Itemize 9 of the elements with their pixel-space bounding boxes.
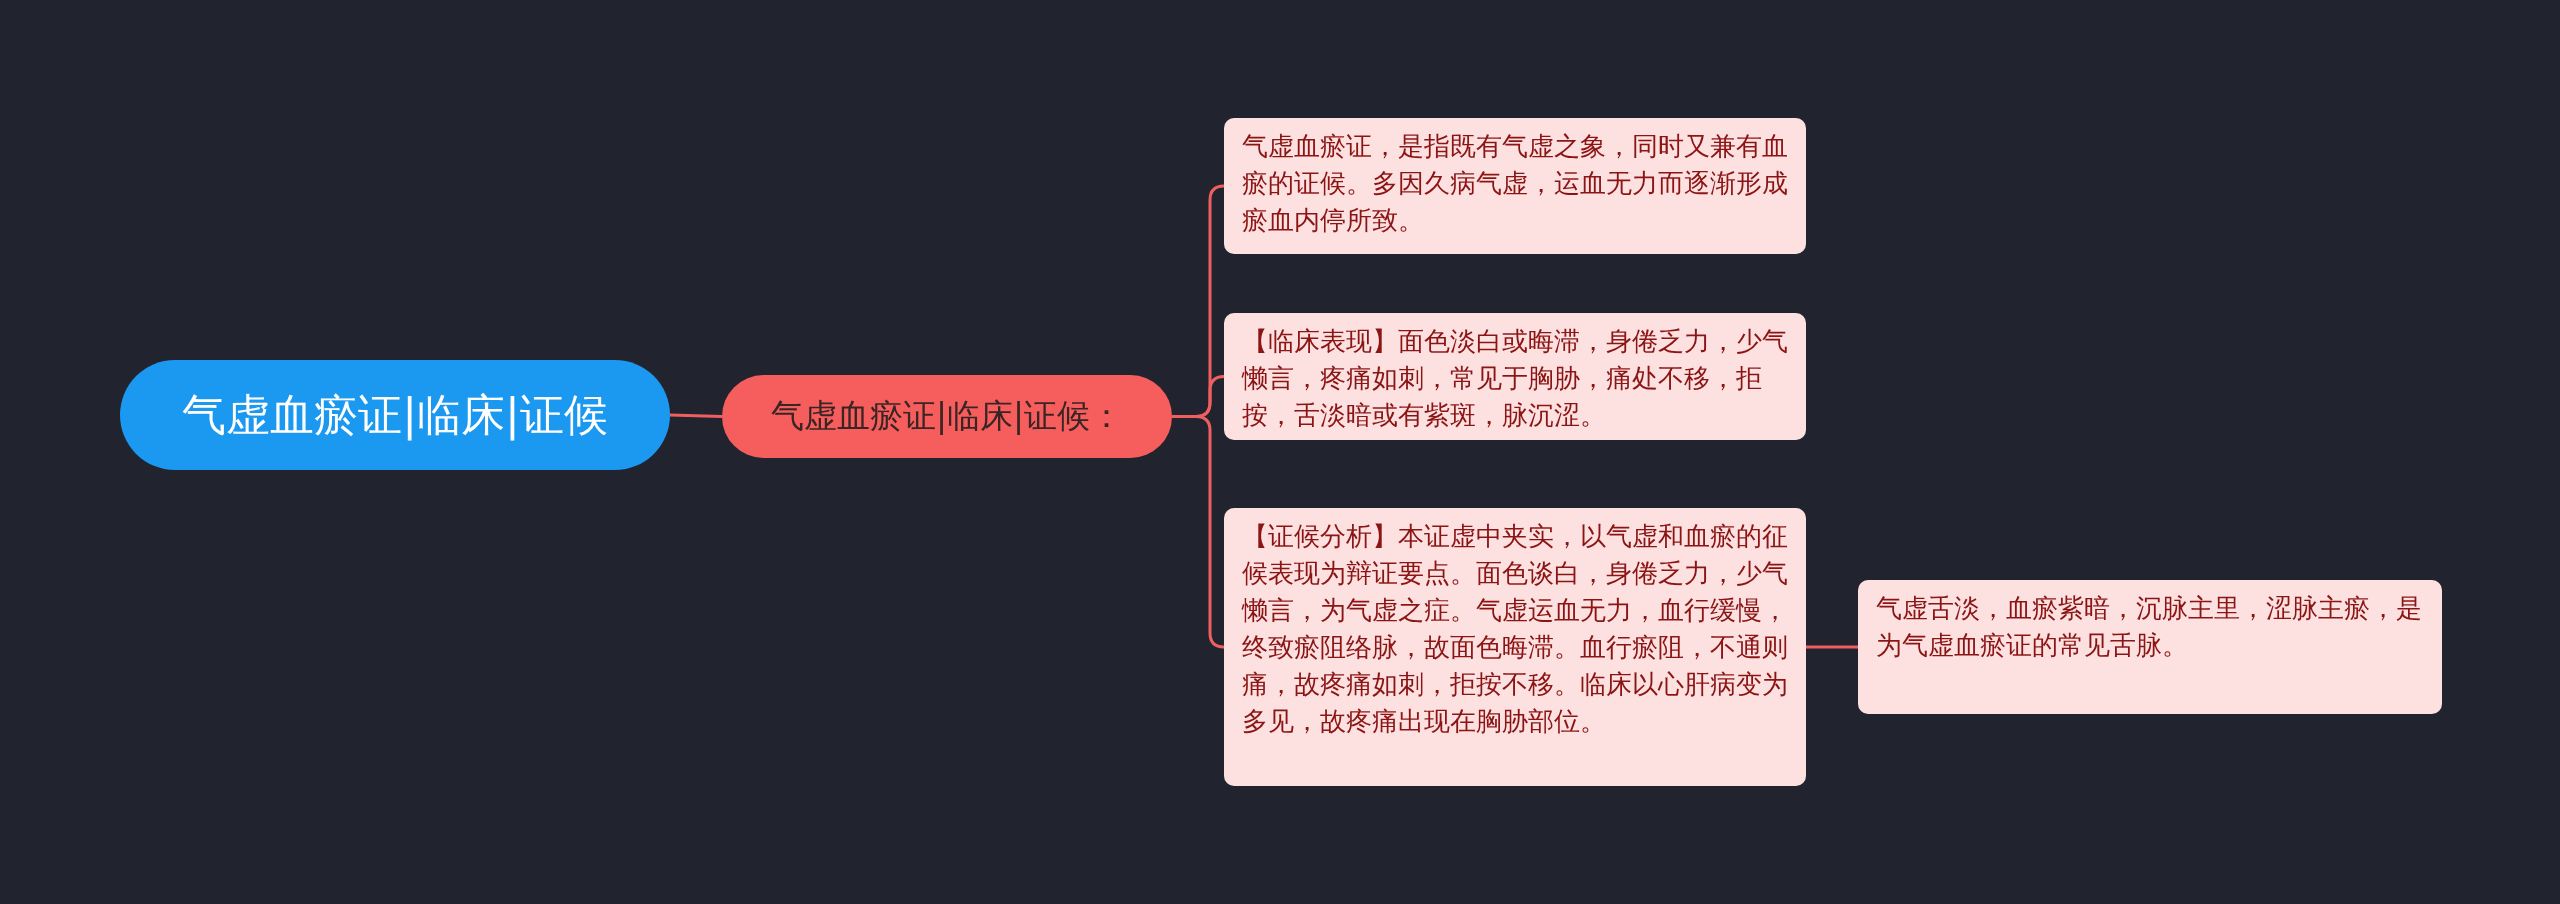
note-box: 【证候分析】本证虚中夹实，以气虚和血瘀的征候表现为辩证要点。面色谈白，身倦乏力，少气懒言，为气虚之症。气虚运血无力，血行缓慢，终致瘀阻络脉，故面色晦滞。血行瘀阻，不通则痛，故疼痛如刺，拒按不移。临床以心肝病变为多见，故疼痛出现在胸胁部位。 xyxy=(1224,508,1806,786)
note-box: 气虚血瘀证，是指既有气虚之象，同时又兼有血瘀的证候。多因久病气虚，运血无力而逐渐形成瘀血内停所致。 xyxy=(1224,118,1806,254)
connector-line xyxy=(1172,415,1225,649)
note-box: 【临床表现】面色淡白或晦滞，身倦乏力，少气懒言，疼痛如刺，常见于胸胁，痛处不移，拒按，舌淡暗或有紫斑，脉沉涩。 xyxy=(1224,313,1806,440)
note-box: 气虚舌淡，血瘀紫暗，沉脉主里，涩脉主瘀，是为气虚血瘀证的常见舌脉。 xyxy=(1858,580,2442,714)
connector-line xyxy=(669,413,723,418)
topic-box: 气虚血瘀证|临床|证候： xyxy=(722,375,1172,458)
root-topic: 气虚血瘀证|临床|证候 xyxy=(120,360,670,470)
connector-line xyxy=(1806,645,1858,649)
